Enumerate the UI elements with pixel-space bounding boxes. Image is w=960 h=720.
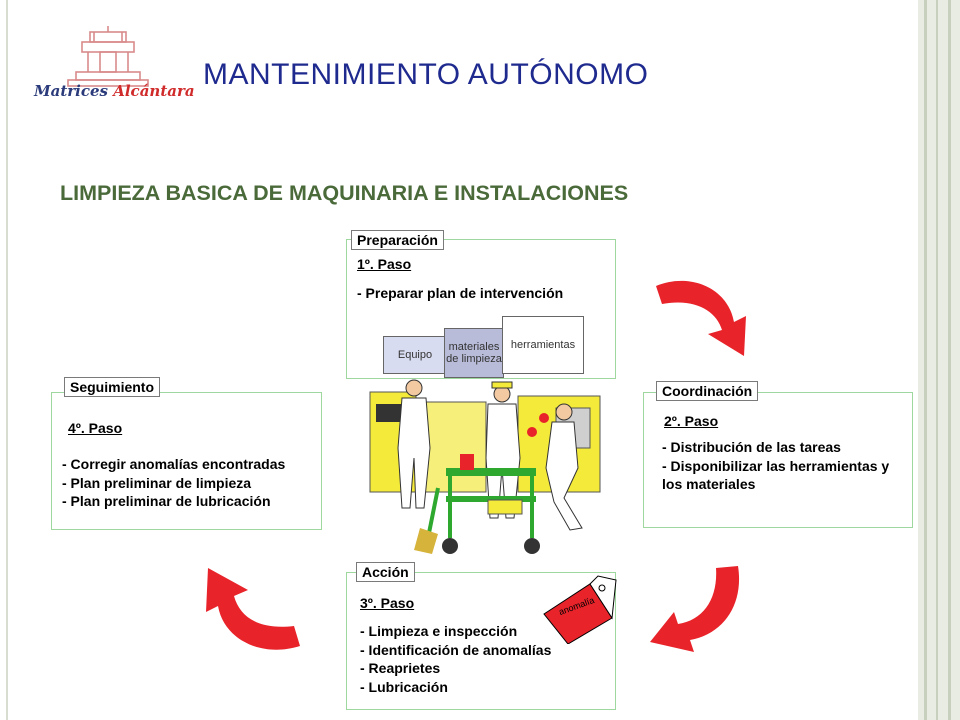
step-number-preparacion: 1º. Paso bbox=[357, 256, 412, 272]
slide-right-border bbox=[918, 0, 960, 720]
step-label-accion: Acción bbox=[356, 562, 415, 582]
section-subtitle: LIMPIEZA BASICA DE MAQUINARIA E INSTALAC… bbox=[60, 181, 629, 205]
logo-wordmark: Matrices Alcántara bbox=[34, 82, 195, 100]
chip-herramientas: herramientas bbox=[502, 316, 584, 374]
list-item: - Corregir anomalías encontradas bbox=[62, 456, 286, 472]
logo-brand-part2: Alcántara bbox=[113, 82, 195, 100]
step-number-coordinacion: 2º. Paso bbox=[664, 413, 719, 429]
step-list-seguimiento: - Corregir anomalías encontradas - Plan … bbox=[62, 455, 285, 511]
list-item: - Lubricación bbox=[360, 678, 448, 695]
company-logo bbox=[67, 26, 149, 87]
list-item: - Identificación de anomalías bbox=[360, 641, 552, 658]
cycle-arrow-icon bbox=[650, 566, 740, 652]
cycle-arrow-icon bbox=[656, 280, 746, 356]
step-list-preparacion: - Preparar plan de intervención bbox=[357, 284, 563, 303]
list-item: - Limpieza e inspección bbox=[360, 623, 518, 639]
list-item: - Preparar plan de intervención bbox=[357, 285, 564, 301]
step-number-accion: 3º. Paso bbox=[360, 595, 415, 611]
step-label-coordinacion: Coordinación bbox=[656, 381, 759, 401]
logo-brand-part1: Matrices bbox=[34, 82, 108, 100]
step-label-seguimiento: Seguimiento bbox=[64, 377, 161, 397]
step-box-coordinacion bbox=[643, 392, 913, 528]
step-list-coordinacion: - Distribución de las tareas - Disponibi… bbox=[662, 438, 889, 494]
chip-equipo: Equipo bbox=[383, 336, 447, 374]
chip-materiales: materiales de limpieza bbox=[444, 328, 504, 378]
slide-left-border bbox=[6, 0, 8, 720]
step-box-seguimiento bbox=[51, 392, 322, 530]
list-item: - Reaprietes bbox=[360, 660, 441, 676]
step-label-preparacion: Preparación bbox=[351, 230, 444, 250]
list-item: - Plan preliminar de lubricación bbox=[62, 493, 271, 509]
anomaly-tag-icon bbox=[543, 575, 617, 644]
list-item: - Distribución de las tareas bbox=[662, 439, 841, 455]
step-number-seguimiento: 4º. Paso bbox=[68, 420, 123, 436]
page-title: MANTENIMIENTO AUTÓNOMO bbox=[203, 58, 649, 91]
list-item: los materiales bbox=[662, 476, 756, 492]
cycle-arrow-icon bbox=[206, 568, 300, 650]
step-list-accion: - Limpieza e inspección - Identificación… bbox=[360, 622, 551, 696]
list-item: - Plan preliminar de limpieza bbox=[62, 474, 252, 491]
list-item: - Disponibilizar las herramientas y bbox=[662, 457, 890, 474]
maintenance-workers-illustration bbox=[369, 379, 601, 554]
